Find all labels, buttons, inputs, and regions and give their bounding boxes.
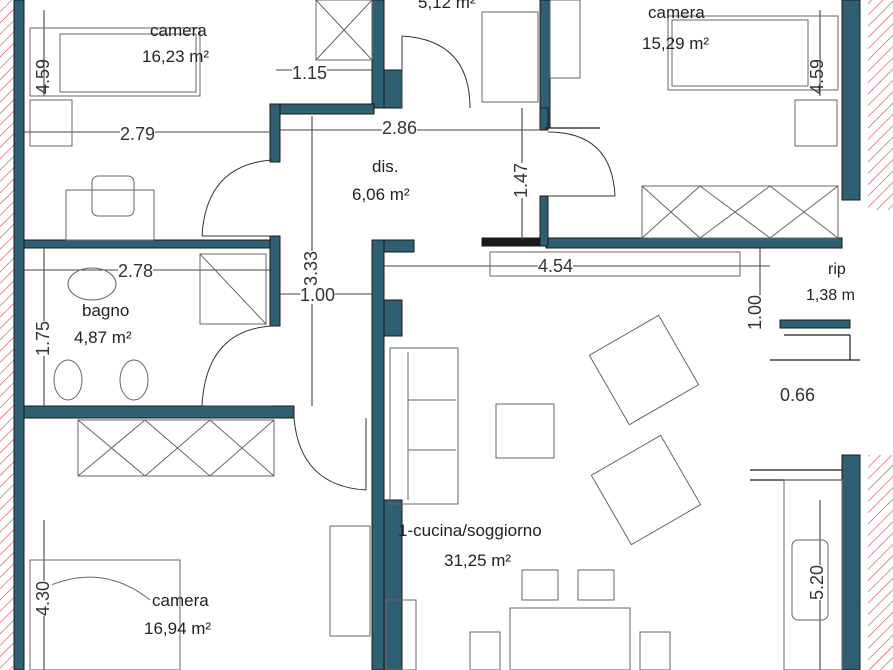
furniture [29,0,843,670]
room-area-camera-top-right: 15,29 m² [642,34,710,53]
dimension-lines [24,10,821,670]
exterior-hatch-left [0,0,14,670]
room-area-rip: 1,38 m [806,287,855,304]
dining-table [509,607,631,670]
room-label-camera-top-left: camera [150,21,207,40]
shower [199,253,267,325]
wardrobe-top-right [641,185,839,239]
walls [13,0,861,670]
room-label-disimpegno: dis. [372,157,399,176]
room-area-bagno: 4,87 m² [74,328,132,347]
dimension-4-59-right: 4.59 [807,58,827,94]
dimension-2-78: 2.78 [118,261,154,281]
room-label-camera-bottom-left: camera [152,591,209,610]
room-area-camera-top-left: 16,23 m² [142,47,210,66]
room-area-bagno-top: 5,12 m² [418,0,476,12]
doors [201,35,616,491]
sofa [389,347,459,505]
dimension-2-86: 2.86 [382,118,418,138]
room-area-disimpegno: 6,06 m² [352,185,410,204]
wardrobe-bottom-left [77,419,275,477]
room-label-cucina-soggiorno: 1-cucina/soggiorno [398,521,542,540]
coffee-table [495,403,555,459]
room-area-cucina-soggiorno: 31,25 m² [444,551,512,570]
dimension-4-54: 4.54 [538,256,574,276]
dimension-4-59-left: 4.59 [33,58,53,94]
dimension-2-79: 2.79 [120,124,156,144]
toilet [53,359,83,401]
bed-bottom-left [29,559,181,670]
chair [91,175,135,217]
room-label-camera-top-right: camera [648,3,705,22]
bed-top-right [667,15,839,91]
desk [65,189,155,241]
dimension-0-66: 0.66 [780,385,816,405]
room-area-camera-bottom-left: 16,94 m² [144,619,212,638]
exterior-hatch-right-lower [868,455,893,670]
dimension-4-30: 4.30 [33,580,53,616]
kitchen-counter [783,479,843,670]
room-label-bagno: bagno [82,301,130,320]
dimension-1-47: 1.47 [511,162,531,198]
exterior-hatch-right [868,0,893,210]
dimension-1-15: 1.15 [292,63,328,83]
dimension-3-33: 3.33 [301,250,321,286]
armchair-1 [588,314,700,426]
room-label-rip: rip [828,261,846,278]
partitions [545,127,860,481]
dimension-1-00-right: 1.00 [745,294,765,330]
bed-top-left [29,27,201,97]
armchair-2 [590,434,702,546]
sink [67,267,117,301]
dimension-5-20: 5.20 [807,564,827,600]
dimension-1-75: 1.75 [33,320,53,356]
dimension-1-00-left: 1.00 [300,285,336,305]
bidet [119,359,149,401]
